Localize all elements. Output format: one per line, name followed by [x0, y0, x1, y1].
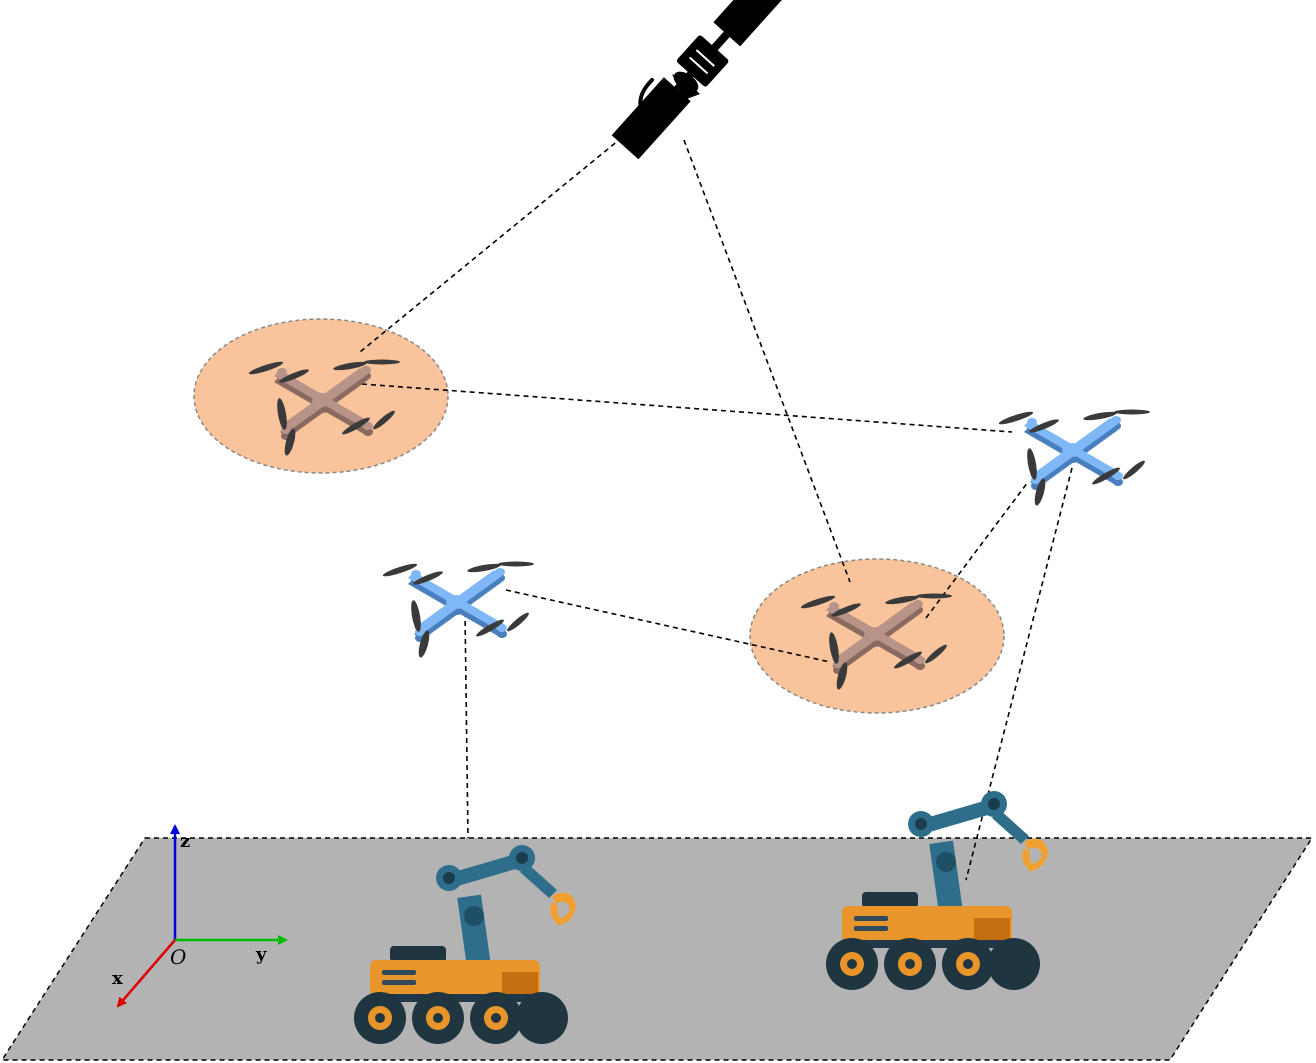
signal-waves-icon: [638, 78, 672, 132]
satellite-icon: [611, 0, 793, 160]
z-axis-label: z: [180, 831, 190, 852]
coordinate-frame: z y x O: [112, 824, 288, 1008]
x-axis-label: x: [112, 968, 123, 989]
ground-plane: [0, 837, 1314, 1061]
link-follower-1-leader-2: [505, 589, 831, 663]
communication-links: [359, 125, 1073, 881]
satellite-dish-icon: [672, 71, 700, 100]
link-follower-1-rover-1: [464, 611, 469, 839]
origin-label: O: [170, 945, 186, 969]
x-axis: [116, 939, 176, 1008]
y-axis-label: y: [255, 944, 267, 965]
link-satellite-leader-1: [359, 125, 637, 353]
link-leader-1-follower-2: [361, 383, 1013, 433]
quadcopter-icon-follower-1: [381, 561, 534, 659]
link-satellite-leader-2: [683, 139, 851, 583]
